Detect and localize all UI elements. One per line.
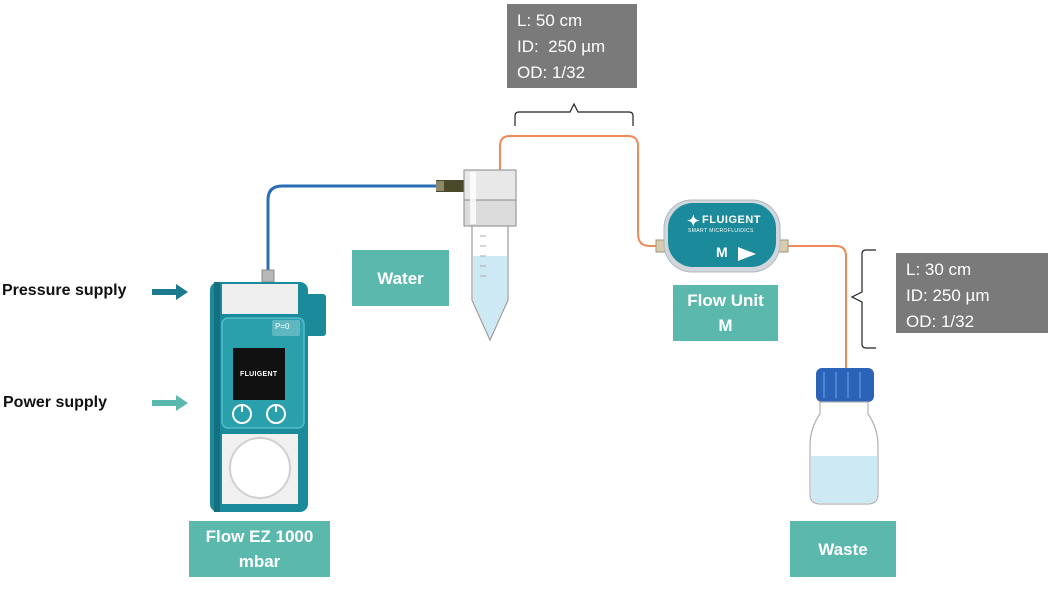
brace-tube2 — [850, 249, 876, 349]
flow-unit-brand: FLUIGENT — [702, 214, 761, 226]
flow-ez-label: Flow EZ 1000 mbar — [189, 521, 330, 577]
tube1-inner-diameter: ID: 250 µm — [517, 37, 606, 56]
flow-unit-label-line2: M — [718, 316, 733, 335]
water-label: Water — [352, 250, 449, 306]
flow-unit-device: ✦ — [655, 199, 789, 273]
tube1-spec-box: L: 50 cm ID: 250 µm OD: 1/32 — [507, 4, 637, 88]
flow-ez-label-line1: Flow EZ 1000 — [205, 527, 314, 546]
orange-tubing-2 — [788, 245, 847, 370]
pressure-supply-arrow — [152, 284, 188, 300]
brace-tube1 — [514, 102, 634, 126]
waste-bottle — [809, 368, 879, 505]
flow-unit-size-label: M — [716, 244, 728, 260]
flow-unit-tagline: SMART MICROFLUIDICS — [688, 228, 754, 234]
flow-arrow-icon — [738, 247, 756, 261]
blue-tubing — [266, 184, 440, 272]
waste-label: Waste — [790, 521, 896, 577]
tube2-length: L: 30 cm — [906, 260, 972, 279]
flow-unit-label: Flow Unit M — [673, 285, 778, 341]
tube1-outer-diameter: OD: 1/32 — [517, 63, 586, 82]
flow-unit-brand-mark: ✦ — [687, 213, 700, 230]
orange-tubing-1 — [499, 135, 660, 247]
flow-ez-device — [210, 269, 326, 512]
pressure-supply-label: Pressure supply — [2, 282, 127, 299]
tube2-outer-diameter: OD: 1/32 — [906, 312, 975, 331]
reservoir-tube — [463, 169, 517, 342]
pressure-indicator: P=0 — [275, 322, 290, 331]
flow-ez-screen-brand: FLUIGENT — [240, 371, 278, 378]
flow-ez-label-line2: mbar — [238, 552, 281, 571]
tube2-spec-box: L: 30 cm ID: 250 µm OD: 1/32 — [896, 253, 1048, 333]
power-supply-label: Power supply — [3, 394, 108, 411]
tube1-length: L: 50 cm — [517, 11, 583, 30]
power-supply-arrow — [152, 395, 188, 411]
tube2-inner-diameter: ID: 250 µm — [906, 286, 990, 305]
flow-unit-label-line1: Flow Unit — [687, 291, 764, 310]
